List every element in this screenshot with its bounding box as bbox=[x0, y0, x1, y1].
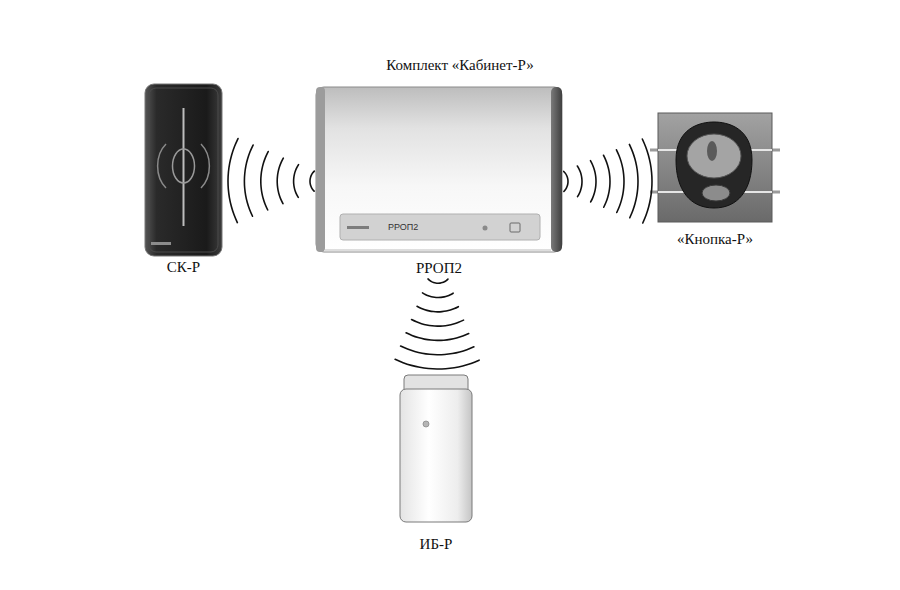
device-node: ИБ-Р bbox=[400, 375, 472, 553]
receiver-side bbox=[551, 87, 562, 252]
receiver-device bbox=[316, 87, 562, 252]
button-device bbox=[650, 113, 780, 222]
device-node: РРОП2РРОП2 bbox=[316, 87, 562, 277]
device-label: СК-Р bbox=[167, 259, 200, 276]
reader-ring bbox=[173, 149, 195, 183]
fob-led bbox=[423, 421, 429, 427]
device-body bbox=[145, 84, 222, 256]
fob-device bbox=[400, 375, 472, 522]
receiver-icon bbox=[510, 223, 520, 232]
device-label: «Кнопка-Р» bbox=[677, 231, 753, 248]
reader-logo bbox=[151, 242, 171, 245]
radio-wave-link bbox=[395, 279, 479, 369]
panel-label: РРОП2 bbox=[388, 222, 418, 232]
receiver-led bbox=[483, 226, 488, 231]
receiver-side bbox=[316, 87, 325, 252]
receiver-panel bbox=[340, 214, 540, 240]
device-node: СК-Р bbox=[145, 84, 222, 276]
receiver-logo bbox=[347, 226, 369, 229]
radio-wave-link bbox=[228, 139, 314, 223]
button-housing bbox=[676, 122, 752, 208]
receiver-housing bbox=[316, 87, 562, 252]
fob-housing bbox=[400, 389, 472, 522]
device-label: ИБ-Р bbox=[420, 536, 453, 553]
button-plate bbox=[658, 113, 772, 222]
radio-wave-link bbox=[564, 139, 652, 223]
device-node: «Кнопка-Р» bbox=[658, 113, 772, 248]
diagram-title: Комплект «Кабинет-Р» bbox=[386, 57, 534, 74]
reader-ring bbox=[158, 144, 210, 188]
device-body bbox=[658, 113, 772, 222]
button-dome bbox=[687, 134, 741, 178]
device-body bbox=[400, 375, 472, 522]
button-indicator bbox=[707, 141, 717, 161]
button-key bbox=[702, 185, 730, 201]
reader-device bbox=[145, 84, 222, 256]
device-body bbox=[316, 87, 562, 252]
reader-housing bbox=[145, 84, 222, 256]
device-label: РРОП2 bbox=[416, 260, 462, 277]
receiver-base bbox=[325, 250, 551, 251]
reader-bezel bbox=[149, 88, 218, 252]
reader-stripe bbox=[183, 108, 185, 226]
